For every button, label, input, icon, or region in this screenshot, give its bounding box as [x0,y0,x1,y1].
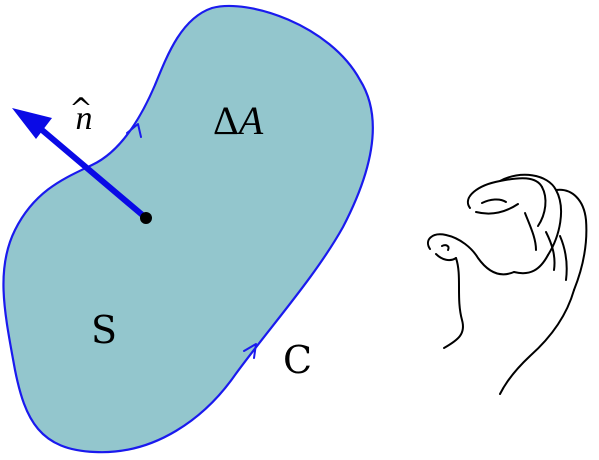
normal-label-hat: ^ [69,92,92,125]
normal-vector-shaft [39,127,149,221]
surface-label: S [91,308,117,352]
normal-vector-arrowhead [12,108,52,139]
right-hand-rule-icon [427,173,588,395]
boundary-arrow-bottom [243,343,257,359]
curve-label: C [283,338,312,382]
surface-region [2,4,374,454]
area-label-delta: Δ [213,98,239,143]
base-point [140,212,152,224]
boundary-arrow-top [126,123,142,138]
normal-label: n [76,100,93,137]
area-label-letter: A [236,98,264,143]
area-label: ΔA [213,98,264,143]
